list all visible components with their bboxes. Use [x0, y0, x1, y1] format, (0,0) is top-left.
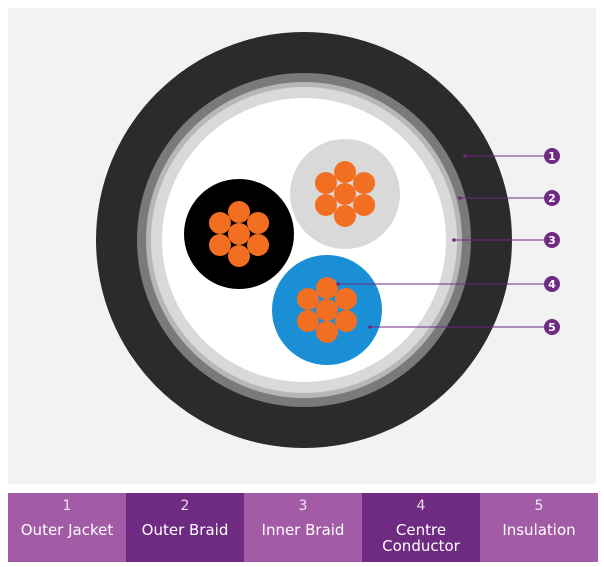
legend-label: Inner Braid — [261, 521, 345, 539]
leader-lines — [338, 155, 545, 328]
marker-1-badge — [544, 148, 560, 164]
legend-item-centre-conductor: 4 Centre Conductor — [362, 493, 480, 562]
conductor-strand — [335, 288, 358, 310]
marker-3: 3 — [544, 232, 560, 248]
legend-label: Outer Braid — [141, 521, 229, 539]
leader-dot-4 — [336, 282, 340, 286]
legend-label: Outer Jacket — [20, 521, 114, 539]
conductor-strand — [334, 205, 356, 227]
blue-core — [272, 255, 382, 365]
leader-dot-5 — [368, 325, 372, 329]
marker-5-number: 5 — [548, 321, 556, 334]
conductor-strand — [316, 299, 338, 321]
conductor-strand — [335, 310, 358, 332]
leader-dot-1 — [463, 154, 467, 158]
conductor-strand — [334, 161, 356, 183]
conductor-strand — [228, 201, 250, 223]
marker-5: 5 — [544, 319, 560, 335]
marker-1-number: 1 — [548, 150, 556, 163]
legend-item-outer-braid: 2 Outer Braid — [126, 493, 244, 562]
marker-4-badge — [544, 276, 560, 292]
conductor-strand — [228, 223, 250, 245]
conductor-strand — [228, 245, 250, 267]
conductor-strand — [314, 172, 337, 194]
conductor-strand — [353, 172, 376, 194]
conductor-strand — [247, 212, 270, 234]
marker-4-number: 4 — [548, 278, 556, 291]
legend-number: 3 — [298, 498, 308, 514]
black-core — [184, 179, 294, 289]
cable-cross-section-panel: 1 2 3 4 5 — [8, 8, 596, 484]
legend-item-insulation: 5 Insulation — [480, 493, 598, 562]
conductor-strand — [353, 194, 376, 216]
legend-number: 1 — [62, 498, 72, 514]
conductor-strand — [208, 234, 231, 256]
marker-4: 4 — [544, 276, 560, 292]
conductor-strand — [296, 310, 319, 332]
conductor-strand — [247, 234, 270, 256]
legend-item-inner-braid: 3 Inner Braid — [244, 493, 362, 562]
conductor-strand — [314, 194, 337, 216]
conductor-strand — [316, 277, 338, 299]
legend-bar: 1 Outer Jacket 2 Outer Braid 3 Inner Bra… — [8, 493, 598, 562]
marker-3-number: 3 — [548, 234, 556, 247]
marker-2-badge — [544, 190, 560, 206]
legend-label: Insulation — [502, 521, 576, 539]
legend-label: Centre Conductor — [382, 521, 460, 555]
conductor-strand — [334, 183, 356, 205]
legend-number: 5 — [534, 498, 544, 514]
blue-core-conductor — [296, 277, 358, 343]
leader-dot-3 — [452, 238, 456, 242]
marker-2: 2 — [544, 190, 560, 206]
leader-dots — [336, 154, 467, 329]
marker-2-number: 2 — [548, 192, 556, 205]
black-core-conductor — [208, 201, 270, 267]
cable-cross-section-diagram: 1 2 3 4 5 — [96, 32, 560, 448]
conductor-strand — [316, 321, 338, 343]
legend-number: 4 — [416, 498, 426, 514]
legend-number: 2 — [180, 498, 190, 514]
marker-1: 1 — [544, 148, 560, 164]
marker-5-badge — [544, 319, 560, 335]
marker-3-badge — [544, 232, 560, 248]
conductor-strand — [296, 288, 319, 310]
leader-dot-2 — [458, 196, 462, 200]
conductor-strand — [208, 212, 231, 234]
grey-core-conductor — [314, 161, 376, 227]
grey-core — [290, 139, 400, 249]
legend-item-outer-jacket: 1 Outer Jacket — [8, 493, 126, 562]
